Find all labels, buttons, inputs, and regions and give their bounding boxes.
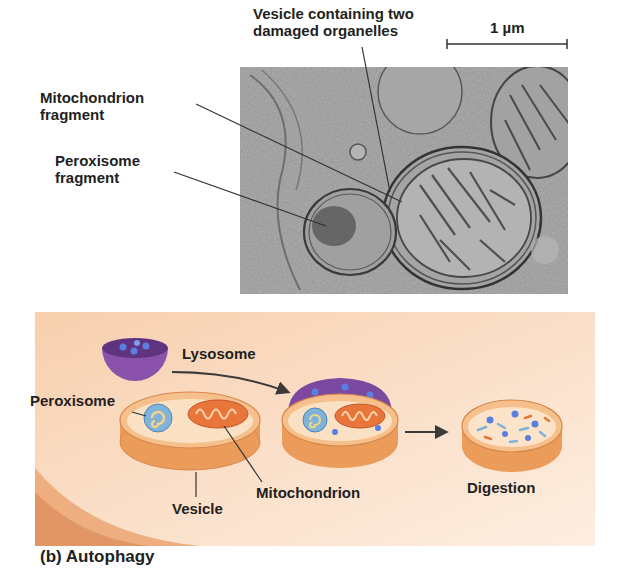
vesicle-rim bbox=[462, 400, 562, 452]
scale-line bbox=[447, 43, 567, 45]
cristae bbox=[196, 410, 236, 419]
enzyme-dot bbox=[375, 425, 381, 431]
scale-bar bbox=[447, 39, 567, 49]
process-arrow bbox=[405, 431, 446, 433]
small-vesicle bbox=[350, 144, 366, 160]
label: Lysosome bbox=[182, 345, 282, 362]
cristae bbox=[505, 85, 568, 170]
enzyme-dot bbox=[502, 431, 508, 437]
vesicle bbox=[120, 392, 260, 470]
enzyme-dot bbox=[487, 417, 494, 424]
label: Vesicle bbox=[172, 500, 252, 517]
peroxisome-core bbox=[312, 206, 356, 246]
leader-lines bbox=[132, 412, 262, 497]
enzyme-dot bbox=[134, 340, 140, 346]
scale-tick bbox=[566, 39, 568, 49]
panel-ground bbox=[35, 312, 595, 546]
label: Peroxisome bbox=[30, 392, 130, 409]
enzyme-dot bbox=[312, 389, 319, 396]
peroxisome-core bbox=[152, 412, 164, 427]
leader-line bbox=[195, 472, 196, 497]
leader-line bbox=[224, 426, 262, 482]
scale-tick bbox=[446, 39, 448, 49]
label: 1 µm bbox=[490, 19, 550, 36]
leader-line bbox=[362, 47, 390, 192]
mitochondrion bbox=[335, 404, 385, 428]
micrograph bbox=[240, 67, 568, 294]
vesicle-rim bbox=[282, 394, 398, 446]
vesicle-membrane-inner bbox=[388, 152, 536, 284]
vesicle-membrane bbox=[383, 147, 541, 289]
peroxisome bbox=[303, 408, 327, 432]
peroxisome bbox=[144, 404, 172, 432]
enzyme-dot bbox=[532, 421, 539, 428]
enzyme-dot bbox=[332, 429, 338, 435]
label: Mitochondrion fragment bbox=[40, 89, 190, 124]
mitochondrion bbox=[188, 400, 248, 428]
vesicle-lumen bbox=[468, 407, 556, 447]
membrane-fold bbox=[262, 70, 302, 190]
lysosome bbox=[102, 338, 168, 381]
enzyme-dot bbox=[342, 384, 349, 391]
membrane-fold bbox=[250, 75, 300, 290]
label: Vesicle containing two damaged organelle… bbox=[253, 5, 443, 40]
leader-line bbox=[174, 172, 326, 226]
enzyme-dot bbox=[525, 435, 531, 441]
cristae bbox=[342, 412, 377, 420]
granule bbox=[531, 236, 559, 264]
cristae bbox=[420, 168, 515, 270]
vesicle-lumen bbox=[288, 401, 392, 441]
digestion-vesicle bbox=[462, 400, 562, 472]
fragment bbox=[485, 416, 549, 439]
label: Digestion bbox=[467, 479, 567, 496]
leader-line bbox=[196, 104, 402, 202]
peroxisome-core bbox=[310, 415, 320, 428]
fused-vesicle bbox=[282, 378, 398, 468]
vesicle-lumen bbox=[127, 399, 253, 443]
label: Mitochondrion bbox=[256, 484, 386, 501]
process-arrow bbox=[172, 372, 288, 392]
lysosome-opening bbox=[102, 338, 168, 358]
leader-line bbox=[132, 412, 146, 416]
organelle-profile bbox=[378, 67, 462, 134]
vesicle-rim bbox=[120, 392, 260, 448]
enzyme-dot bbox=[143, 343, 150, 350]
leader-lines bbox=[174, 47, 402, 226]
peroxisome-membrane-inner bbox=[309, 194, 391, 270]
peroxisome-fragment bbox=[304, 189, 396, 275]
enzyme-dot bbox=[120, 344, 127, 351]
caption: (b) Autophagy bbox=[40, 547, 155, 567]
mitochondrion-fragment bbox=[397, 159, 531, 277]
cell-surface-shade bbox=[35, 492, 150, 546]
enzyme-dot bbox=[512, 411, 519, 418]
enzyme-dot bbox=[131, 348, 138, 355]
label: Peroxisome fragment bbox=[55, 152, 170, 187]
